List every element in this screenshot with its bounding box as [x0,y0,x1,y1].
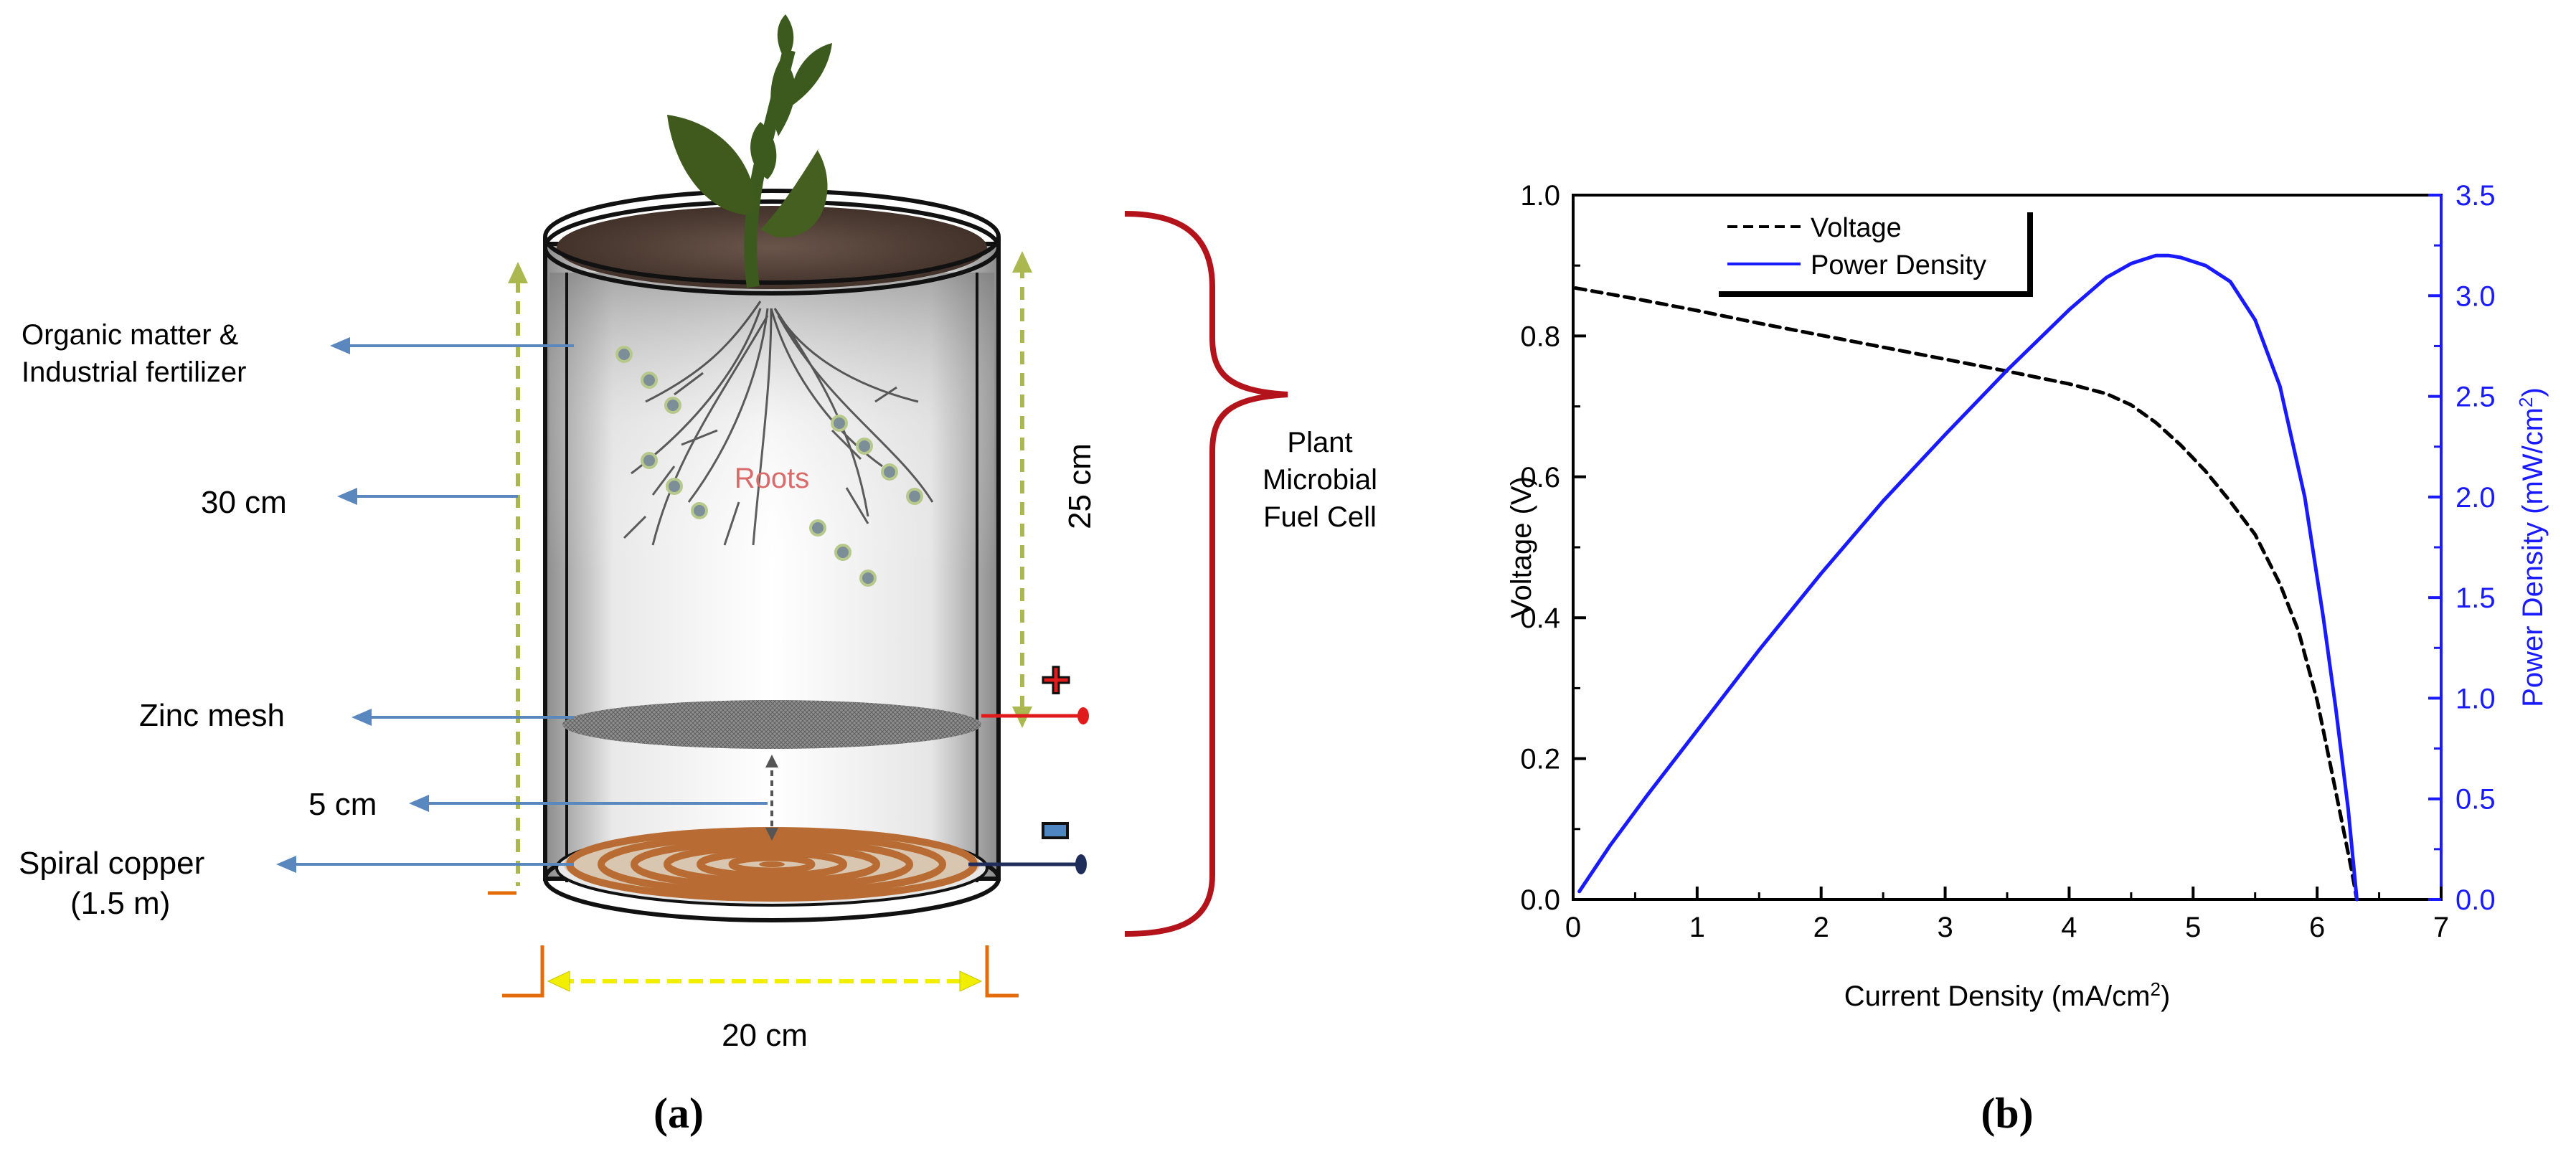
zinc-mesh-label: Zinc mesh [139,698,285,733]
soil-surface [557,206,987,289]
pmfc-label-line1: Plant [1287,427,1352,458]
pmfc-brace [1124,211,1288,937]
legend-label-power: Power Density [1811,250,1986,280]
width-20cm-arrow [502,945,1019,998]
legend: Voltage Power Density [1719,212,2033,297]
y2-tick-label: 1.0 [2455,683,2496,714]
root-nodules [615,346,923,587]
series-line-power-density [1577,253,2359,902]
panel-a-diagram: Roots [19,14,1377,1137]
y2-tick-label: 2.0 [2455,482,2496,514]
height-30cm-arrow [508,262,528,889]
zinc-mesh [562,700,981,749]
y-axis-ticks: 0.0 0.2 0.4 0.6 0.8 1.0 [1520,180,1586,916]
gap-5-label: 5 cm [308,787,377,822]
height-25-label: 25 cm [1062,443,1098,529]
panel-b-chart: 0 1 2 3 4 5 6 7 0.0 0.2 0.4 0.6 0.8 1.0 0.0 0.5 1.0 1.5… [1506,180,2549,1137]
y-tick-label: 0.8 [1520,321,1560,352]
x-tick-label: 4 [2061,912,2077,943]
height-30-label: 30 cm [201,485,287,520]
y2-tick-label: 0.0 [2455,884,2496,916]
x-tick-label: 2 [1813,912,1829,943]
x-tick-label: 1 [1689,912,1705,943]
leader-arrows [276,337,768,873]
series-layer [1574,253,2359,902]
height-25cm-arrow [1012,251,1032,728]
panel-b-caption: (b) [1981,1090,2033,1137]
x-axis-title: Current Density (mA/cm2) [1844,978,2171,1012]
y2-tick-label: 3.0 [2455,280,2496,312]
y2-tick-label: 1.5 [2455,582,2496,614]
y-tick-label: 1.0 [1520,180,1560,212]
y2-axis-ticks: 0.0 0.5 1.0 1.5 2.0 2.5 3.0 3.5 [2428,180,2496,916]
width-20-label: 20 cm [722,1018,808,1053]
y-tick-label: 0.6 [1520,462,1560,493]
series-line-voltage [1574,286,2359,902]
copper-length-label: (1.5 m) [70,886,170,921]
legend-label-voltage: Voltage [1811,213,1902,243]
x-tick-label: 5 [2185,912,2201,943]
y-tick-label: 0.4 [1520,603,1560,634]
y-tick-label: 0.0 [1520,884,1560,916]
x-tick-label: 6 [2309,912,2325,943]
height-leader-arrow [337,488,518,505]
x-tick-label: 7 [2433,912,2449,943]
roots-label: Roots [735,463,810,494]
x-tick-label: 3 [1937,912,1953,943]
y2-tick-label: 0.5 [2455,784,2496,816]
fertilizer-label: Industrial fertilizer [22,356,246,388]
gap-5cm-arrow [765,755,778,841]
y2-tick-label: 2.5 [2455,382,2496,413]
gap-leader-arrow [409,795,768,812]
organic-matter-label: Organic matter & [22,319,239,351]
y-tick-label: 0.2 [1520,744,1560,775]
minus-sign [1042,822,1069,839]
spiral-copper-label: Spiral copper [19,846,204,881]
plant-icon [667,14,832,288]
negative-wire [968,854,1087,874]
y2-tick-label: 3.5 [2455,180,2496,212]
y-axis-title: Voltage (V) [1506,476,1537,618]
x-axis-ticks: 0 1 2 3 4 5 6 7 [1565,887,2449,943]
positive-wire [981,707,1089,724]
panel-a-caption: (a) [654,1090,704,1137]
copper-leader-arrow [276,856,574,873]
plus-sign: + [1041,651,1071,709]
zinc-leader-arrow [352,709,574,726]
x-tick-label: 0 [1565,912,1581,943]
organic-leader-arrow [330,337,574,354]
legend-frame [1719,212,2033,297]
y2-axis-title: Power Density (mW/cm2) [2515,387,2549,707]
pmfc-label-line3: Fuel Cell [1263,501,1377,533]
pmfc-label-line2: Microbial [1263,464,1377,496]
